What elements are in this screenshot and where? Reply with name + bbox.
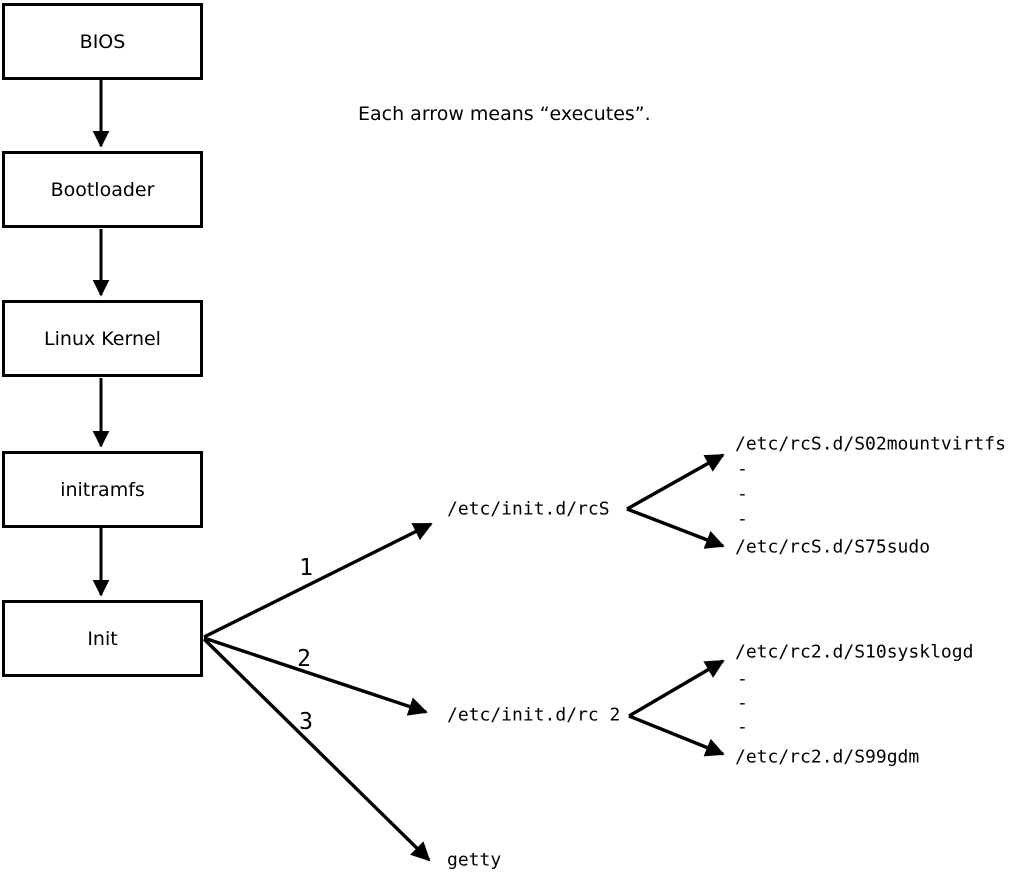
arrow-rcS-to-S02mountvirtfs xyxy=(626,453,725,511)
fanout-number-2: 2 xyxy=(297,646,311,672)
arrow-rcS-to-S75sudo xyxy=(626,507,725,549)
rcS-child-ellipsis-2: - xyxy=(737,483,748,505)
legend-note: Each arrow means “executes”. xyxy=(358,103,651,125)
node-initramfs: initramfs xyxy=(2,451,203,528)
rc2-child-ellipsis-2: - xyxy=(737,692,748,714)
rcS-child-ellipsis-1: - xyxy=(737,458,748,480)
node-bootloader-label: Bootloader xyxy=(50,178,155,201)
rc2-child-ellipsis-1: - xyxy=(737,668,748,690)
node-bios-label: BIOS xyxy=(79,30,126,53)
node-bios: BIOS xyxy=(2,3,203,80)
rc2-child-ellipsis-3: - xyxy=(737,716,748,738)
arrow-rc2-to-S10sysklogd xyxy=(628,659,725,718)
fanout-number-3: 3 xyxy=(299,709,313,735)
node-linux-kernel: Linux Kernel xyxy=(2,300,203,377)
rc2-child-S10sysklogd: /etc/rc2.d/S10sysklogd xyxy=(735,641,974,663)
target-getty: getty xyxy=(447,849,502,871)
rc2-child-S99gdm: /etc/rc2.d/S99gdm xyxy=(735,746,920,768)
arrow-init-to-rc2 xyxy=(203,636,428,716)
fanout-number-1: 1 xyxy=(299,555,313,581)
arrow-init-to-getty xyxy=(202,637,431,862)
node-initramfs-label: initramfs xyxy=(60,478,145,501)
rcS-child-ellipsis-3: - xyxy=(737,508,748,530)
node-init: Init xyxy=(2,600,203,677)
rcS-child-S02mountvirtfs: /etc/rcS.d/S02mountvirtfs xyxy=(735,433,1006,455)
target-rcS: /etc/init.d/rcS xyxy=(447,498,610,520)
arrow-rc2-to-S99gdm xyxy=(628,714,725,757)
node-init-label: Init xyxy=(87,627,118,650)
node-bootloader: Bootloader xyxy=(2,151,203,228)
node-linux-kernel-label: Linux Kernel xyxy=(44,327,161,350)
rcS-child-S75sudo: /etc/rcS.d/S75sudo xyxy=(735,536,931,558)
target-rc2: /etc/init.d/rc 2 xyxy=(447,704,621,726)
arrow-init-to-rcS xyxy=(203,522,433,639)
